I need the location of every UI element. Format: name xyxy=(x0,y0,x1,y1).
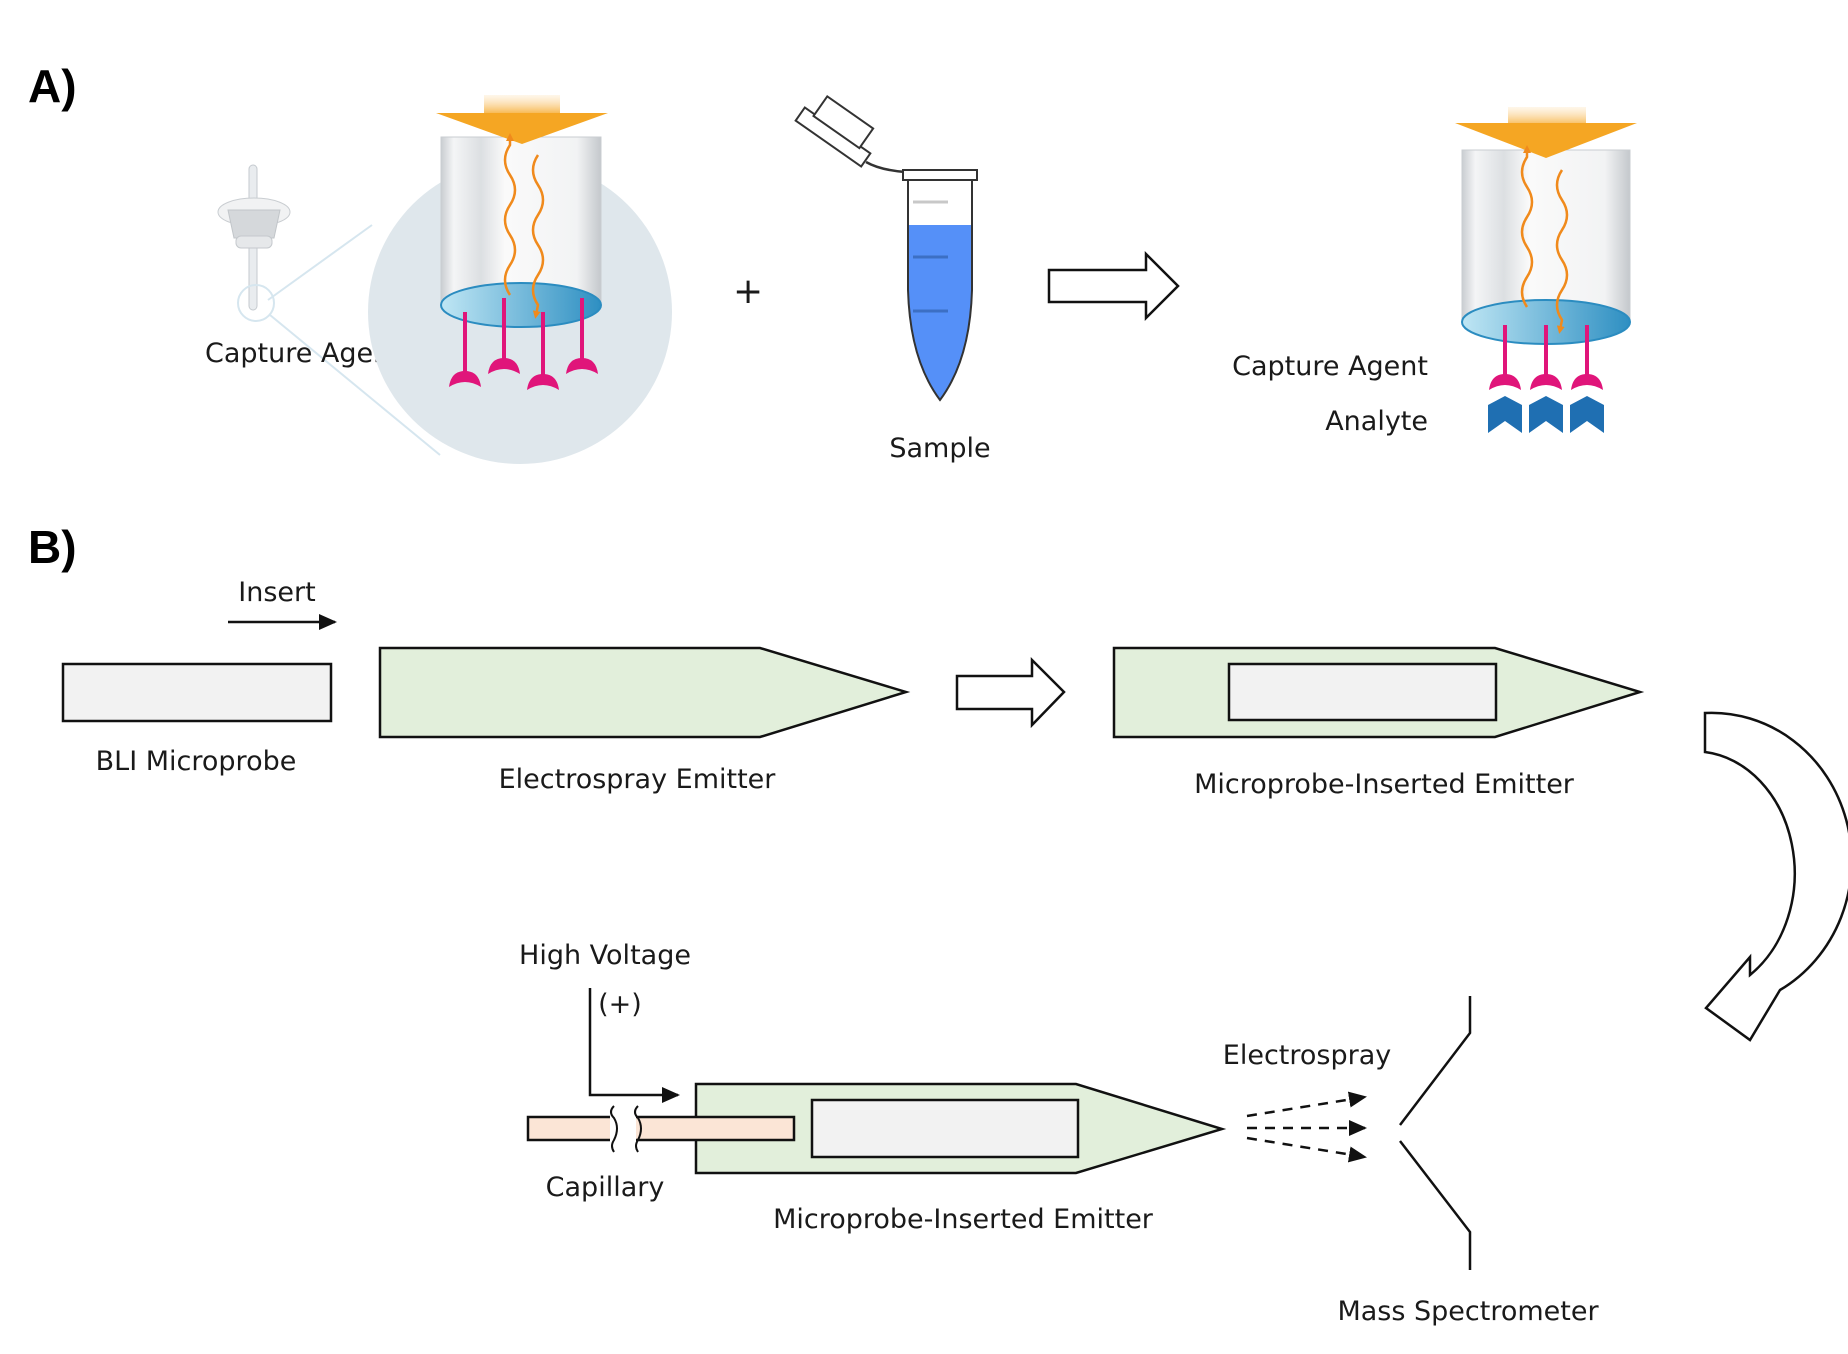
analyte-icon xyxy=(1488,396,1522,433)
capillary-label: Capillary xyxy=(546,1172,665,1203)
electrospray-emitter-label: Electrospray Emitter xyxy=(499,764,777,795)
capture-agent-icon xyxy=(1489,374,1521,390)
mass-spectrometer-inlet-icon xyxy=(1399,996,1472,1270)
capture-agent-icon xyxy=(1571,374,1603,390)
block-arrow-icon xyxy=(955,656,1066,729)
capillary-break-icon xyxy=(610,1105,642,1153)
mass-spectrometer-label: Mass Spectrometer xyxy=(1337,1296,1599,1327)
capture-agent-icon xyxy=(488,358,520,374)
light-arrow-icon xyxy=(436,95,608,144)
result-capture-agent-label: Capture Agent xyxy=(1232,351,1428,382)
capture-agent-group xyxy=(449,298,598,390)
capture-agent-icon xyxy=(527,374,559,390)
light-arrow-icon xyxy=(1455,123,1637,158)
biosensor-tip-icon xyxy=(217,164,441,456)
bli-microprobe-label: BLI Microprobe xyxy=(96,746,297,777)
bli-microprobe xyxy=(61,662,333,723)
capture-agent-analyte-group xyxy=(1488,325,1604,433)
high-voltage-arrow-icon xyxy=(588,988,680,1103)
analyte-label: Analyte xyxy=(1325,406,1428,437)
curved-arrow-icon xyxy=(1703,711,1848,1042)
capture-agent-icon xyxy=(449,371,481,387)
analyte-icon xyxy=(1570,396,1604,433)
capillary xyxy=(526,1115,796,1142)
capture-agent-icon xyxy=(566,358,598,374)
sample-label: Sample xyxy=(889,433,990,464)
insert-label: Insert xyxy=(238,577,315,608)
inserted-emitter-label-bottom: Microprobe-Inserted Emitter xyxy=(773,1204,1154,1235)
bli-microprobe-inserted xyxy=(810,1098,1080,1159)
microcentrifuge-tube-icon xyxy=(794,94,978,402)
capture-agent-icon xyxy=(1530,374,1562,390)
microprobe-inserted-emitter-top xyxy=(1112,646,1645,739)
electrospray-emitter xyxy=(378,646,911,739)
plus-sign: + xyxy=(733,271,763,312)
panel-b-label: B) xyxy=(28,521,77,573)
panel-a-label: A) xyxy=(28,60,77,112)
magnified-probe-icon xyxy=(368,95,672,464)
electrospray-label: Electrospray xyxy=(1223,1040,1391,1071)
block-arrow-icon xyxy=(1047,250,1180,322)
polarity-label: (+) xyxy=(598,989,642,1020)
capture-agent-label: Capture Agent xyxy=(205,338,401,369)
analyte-icon xyxy=(1529,396,1563,433)
high-voltage-label: High Voltage xyxy=(519,940,691,971)
result-probe-icon xyxy=(1455,107,1637,345)
electrospray-droplets-icon xyxy=(1246,1091,1367,1163)
inserted-emitter-label-top: Microprobe-Inserted Emitter xyxy=(1194,769,1575,800)
